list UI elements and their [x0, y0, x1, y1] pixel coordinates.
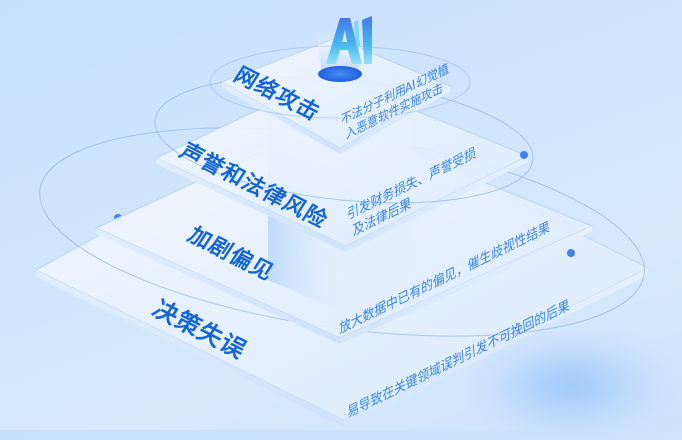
- pyramid-layers: [34, 32, 650, 427]
- ai-base-disc-icon: [318, 66, 362, 82]
- background-glow: [470, 330, 670, 440]
- orbit-dot-icon: [520, 151, 528, 159]
- orbit-dot-icon: [567, 249, 575, 257]
- layer-1-platform: [220, 37, 452, 154]
- layer-2-platform: [154, 75, 530, 252]
- pyramid-diagram: 网络攻击 不法分子利用AI幻觉植 入恶意软件实施攻击 声誉和法律风险 引发财务损…: [34, 16, 670, 440]
- ai-crystal-icon: [326, 16, 372, 64]
